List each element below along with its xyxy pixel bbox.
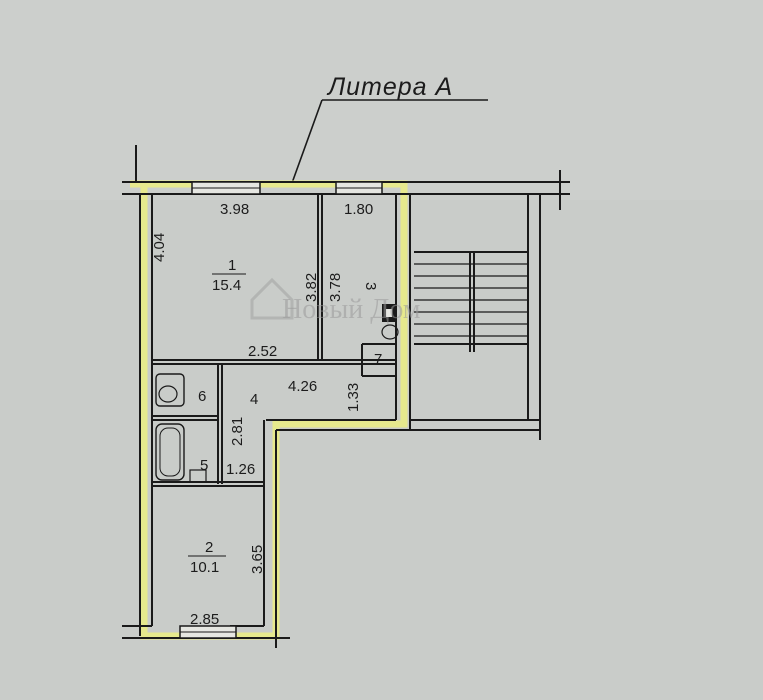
watermark-text: Новый Дом (282, 294, 421, 325)
dim-bath-width: 1.26 (226, 461, 255, 478)
room-area-2: 10.1 (190, 559, 219, 576)
sink-fixture (189, 469, 207, 483)
apartment-outline-highlight (130, 180, 408, 640)
windows (179, 181, 383, 639)
dim-room2-width: 2.85 (190, 611, 219, 628)
room-number-6: 6 (198, 388, 206, 405)
dim-room3-width: 1.80 (344, 201, 373, 218)
dim-room3-height: 3.78 (327, 273, 344, 302)
bathtub-fixture (155, 423, 185, 481)
dim-room1-width: 3.98 (220, 201, 249, 218)
dim-hall-length: 4.26 (288, 378, 317, 395)
room-number-3: 3 (362, 282, 379, 290)
dim-room2-height: 3.65 (249, 545, 266, 574)
dim-hall-height: 2.81 (229, 417, 246, 446)
dim-room1-height: 4.04 (151, 233, 168, 262)
room-number-1: 1 (228, 257, 236, 274)
room-area-1: 15.4 (212, 277, 241, 294)
dim-room1-bottom: 2.52 (248, 343, 277, 360)
stove-fixture (381, 304, 399, 340)
stairwell (414, 251, 528, 352)
dim-room1-height-inner: 3.82 (303, 273, 320, 302)
room-1-label: 1 15.4 (212, 257, 246, 294)
interior-walls (152, 194, 396, 487)
dim-hall-depth: 1.33 (345, 383, 362, 412)
toilet-fixture (155, 373, 185, 407)
room-number-2: 2 (205, 539, 213, 556)
plan-title: Литера А (326, 73, 453, 101)
room-number-4: 4 (250, 391, 258, 408)
watermark-logo (250, 277, 294, 320)
room-number-7: 7 (374, 351, 382, 368)
room-2-label: 2 10.1 (188, 539, 226, 576)
room-number-5: 5 (200, 457, 208, 474)
title-leader (291, 99, 488, 184)
